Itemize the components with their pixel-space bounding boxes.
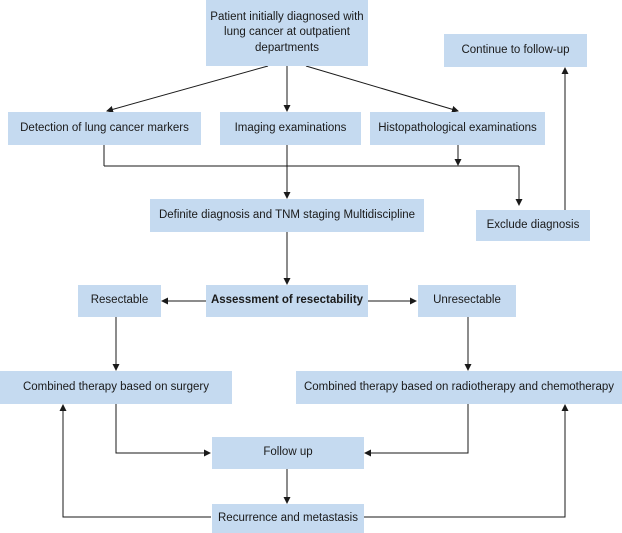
surgery-label: Combined therapy based on surgery	[22, 380, 210, 393]
exclude-box: Exclude diagnosis	[476, 210, 590, 241]
patient-box: Patient initially diagnosed with lung ca…	[206, 0, 368, 66]
markers-box: Detection of lung cancer markers	[8, 112, 201, 145]
resectable-label: Resectable	[90, 294, 149, 307]
follow-up-box: Follow up	[212, 437, 364, 469]
markers-label: Detection of lung cancer markers	[20, 121, 189, 134]
arrow-recurrence-to-radiochemo	[364, 404, 569, 518]
surgery-box: Combined therapy based on surgery	[0, 371, 232, 404]
assessment-box: Assessment of resectability	[206, 285, 368, 317]
unresectable-label: Unresectable	[433, 294, 501, 307]
histopath-label: Histopathological examinations	[378, 121, 537, 134]
recurrence-label: Recurrence and metastasis	[218, 511, 358, 524]
assessment-label: Assessment of resectability	[210, 294, 364, 307]
arrow-patient-to-histopath	[305, 65, 459, 113]
arrow-surgery-to-followup	[115, 404, 211, 457]
resectable-box: Resectable	[78, 285, 161, 317]
arrow-patient-to-markers	[106, 65, 269, 113]
radiochemo-box: Combined therapy based on radiotherapy a…	[296, 371, 622, 404]
arrow-radiochemo-to-followup	[364, 404, 469, 457]
imaging-box: Imaging examinations	[220, 112, 361, 145]
unresectable-box: Unresectable	[418, 285, 516, 317]
continue-followup-box: Continue to follow-up	[444, 34, 587, 67]
imaging-label: Imaging examinations	[234, 121, 347, 134]
follow-up-label: Follow up	[263, 446, 313, 459]
exclude-label: Exclude diagnosis	[486, 218, 580, 231]
patient-label: Patient initially diagnosed with lung ca…	[210, 11, 364, 54]
definite-label: Definite diagnosis and TNM staging Multi…	[158, 208, 416, 221]
radiochemo-label: Combined therapy based on radiotherapy a…	[303, 380, 615, 393]
recurrence-box: Recurrence and metastasis	[212, 504, 364, 533]
definite-box: Definite diagnosis and TNM staging Multi…	[150, 199, 424, 232]
arrow-recurrence-to-surgery	[59, 404, 211, 518]
continue-followup-label: Continue to follow-up	[461, 43, 570, 56]
histopath-box: Histopathological examinations	[370, 112, 545, 145]
